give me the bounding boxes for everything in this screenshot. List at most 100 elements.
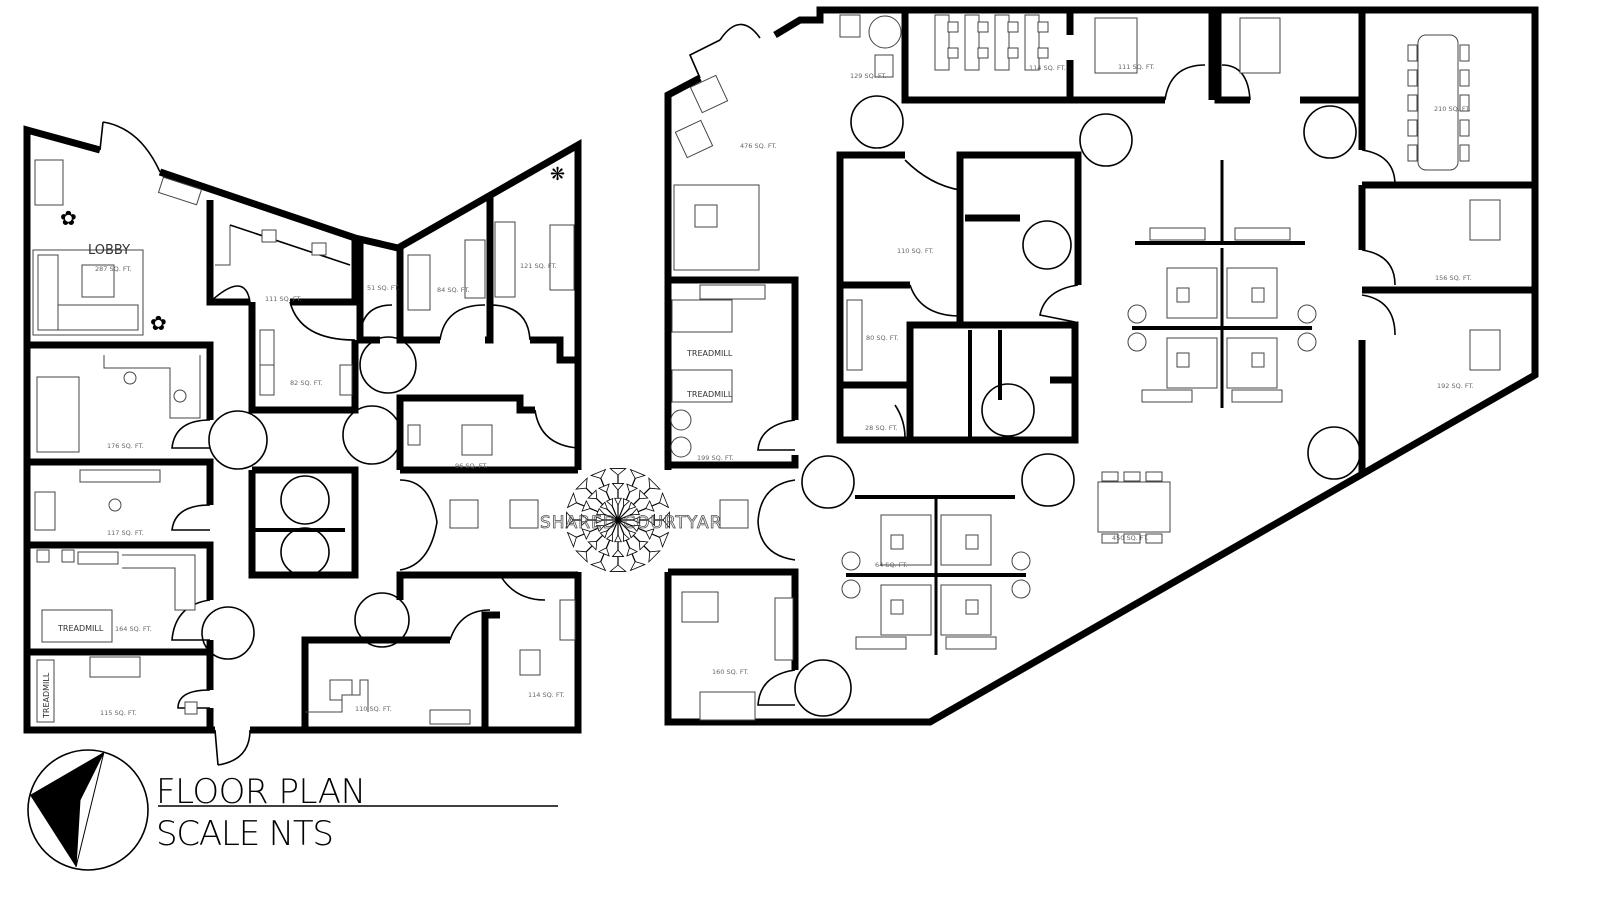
chair: [1123, 533, 1141, 544]
round-plant: [868, 15, 902, 49]
courtyard-table: [719, 499, 749, 529]
sofa-seat: [57, 304, 139, 331]
treadmill: [36, 659, 55, 723]
chair: [1407, 119, 1418, 137]
tree-leaf: [589, 561, 607, 572]
tree-icon: [566, 468, 670, 572]
chair: [1123, 471, 1141, 482]
restroom-wall: [248, 466, 359, 579]
interior-wall: [485, 195, 494, 344]
chair: [947, 21, 959, 33]
door-swing: [499, 574, 546, 601]
desk: [215, 225, 231, 266]
exit-door-swing: [217, 729, 251, 766]
dining-table: [461, 424, 493, 456]
stool: [841, 579, 861, 599]
entry-door-swing: [719, 23, 761, 41]
door-swing: [1039, 284, 1079, 323]
door-swing: [894, 404, 906, 439]
coffee-table: [81, 264, 115, 298]
chair: [519, 649, 541, 676]
tree-leaf: [622, 533, 631, 542]
turning-circle: [1022, 220, 1072, 270]
room-area-label: 82 SQ. FT.: [290, 379, 323, 387]
tree-branch: [617, 519, 653, 555]
tree-leaf: [596, 524, 605, 533]
desk: [1239, 17, 1281, 74]
interior-wall: [530, 336, 578, 364]
exterior-wall: [664, 6, 1539, 726]
desk: [494, 221, 516, 298]
cabinet: [36, 376, 80, 453]
north-arrow-circle: [27, 749, 149, 871]
chair: [1407, 44, 1418, 62]
tree-leaf: [611, 549, 625, 557]
room-area-label: 117 SQ. FT.: [107, 529, 144, 537]
interior-wall: [290, 238, 359, 306]
tree-branch: [617, 475, 637, 521]
tree-branch: [573, 501, 619, 521]
door-swing: [757, 669, 796, 706]
room-area-label: 96 SQ. FT.: [455, 462, 488, 470]
tree-leaf: [659, 531, 670, 549]
turning-circle: [280, 475, 330, 525]
courtyard-label: SHARED COURTYARD: [540, 513, 737, 533]
door-swing: [171, 599, 211, 641]
turning-circle: [208, 410, 268, 470]
tree-branch: [583, 519, 619, 555]
chair: [977, 47, 989, 59]
training-table: [1024, 14, 1040, 71]
door-swing: [449, 609, 491, 641]
stool: [1297, 332, 1317, 352]
bench: [846, 299, 863, 371]
training-table: [964, 14, 980, 71]
courtyard-table: [509, 499, 539, 529]
room-area-label: 121 SQ. FT.: [520, 262, 557, 270]
tree-leaf: [609, 564, 627, 572]
chair: [1007, 21, 1019, 33]
training-tables: [934, 14, 1470, 544]
left-building: ✿ ✿ ❋ LO: [23, 121, 582, 766]
tree-leaf: [566, 511, 574, 529]
chair: [1251, 352, 1265, 368]
treadmill-label: TREADMILL: [42, 672, 51, 719]
tree-leaf: [648, 477, 661, 490]
north-arrow-icon: [75, 751, 105, 868]
stool: [1127, 332, 1147, 352]
tree-leaf: [629, 468, 647, 479]
courtyard-table: [449, 499, 479, 529]
stool: [173, 389, 187, 403]
interior-wall: [668, 455, 799, 469]
interior-wall: [836, 151, 905, 240]
interior-wall: [396, 571, 578, 600]
desk: [229, 224, 351, 266]
treadmill: [671, 369, 733, 403]
door-swing: [209, 285, 251, 303]
treadmill-label: TREADMILL: [57, 624, 104, 633]
tree-leaf: [611, 483, 625, 491]
exterior-wall: [664, 74, 702, 470]
tree-leaf: [605, 533, 614, 542]
cubicle-desk: [1166, 337, 1218, 389]
double-door-swing: [757, 479, 796, 561]
chair: [1176, 287, 1190, 303]
turning-circle: [354, 592, 410, 648]
interior-wall: [956, 151, 1082, 325]
stool: [108, 498, 122, 512]
drawing-scale: SCALE NTS: [156, 814, 334, 854]
cubicle-desk: [1166, 267, 1218, 319]
cabinet: [34, 491, 56, 531]
door-swing: [534, 409, 579, 449]
cabinet: [77, 551, 119, 565]
chair: [977, 21, 989, 33]
tree-leaf: [631, 524, 640, 533]
chair: [1145, 471, 1163, 482]
tree-leaf: [662, 511, 670, 529]
tree-leaf: [599, 501, 609, 511]
room-area-label: 110 SQ. FT.: [355, 705, 392, 713]
chair: [1037, 21, 1049, 33]
tree-leaf: [566, 531, 577, 549]
file-cabinet: [945, 636, 997, 650]
tree-leaf: [614, 534, 622, 543]
ball: [670, 409, 692, 431]
